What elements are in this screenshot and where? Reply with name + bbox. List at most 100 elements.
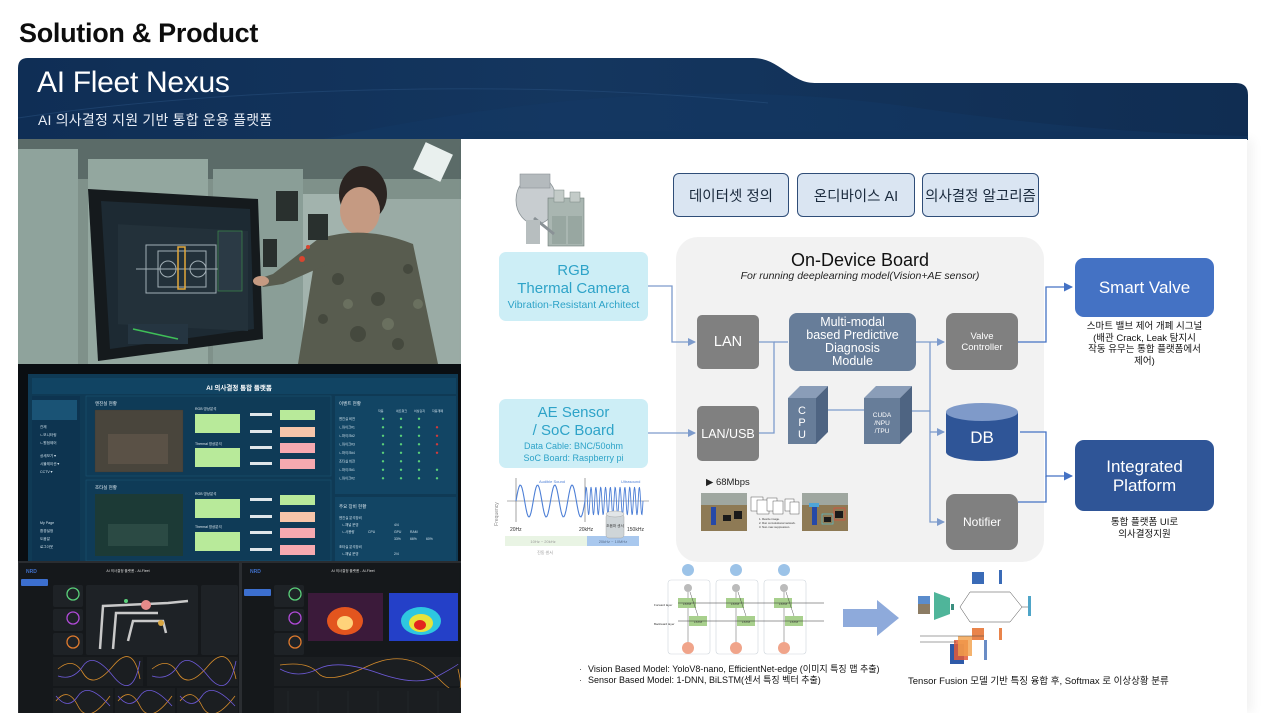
svg-text:Thermal 영상분석: Thermal 영상분석: [195, 441, 222, 446]
output-node: [778, 564, 790, 576]
svg-text:환경설정: 환경설정: [40, 528, 53, 533]
screen-title: AI 의사결정 통합 플랫폼: [206, 383, 272, 392]
svg-text:/TPU: /TPU: [875, 428, 890, 435]
svg-text:2. Run convolutional network.: 2. Run convolutional network.: [759, 521, 796, 525]
status-dot: [399, 460, 403, 463]
svg-text:20Hz: 20Hz: [510, 527, 522, 533]
svg-text:Backward layer: Backward layer: [654, 622, 675, 626]
svg-text:관제: 관제: [40, 424, 47, 429]
decision-platform-screen: AI 의사결정 통합 플랫폼 관제 ㄴ모니터링 ㄴ원점제어 상세보기▼ 시뮬레이…: [18, 364, 461, 561]
header-band-shape: [18, 58, 1248, 140]
svg-text:NRD: NRD: [26, 569, 37, 575]
status-dot: [417, 443, 421, 446]
event-row-label: ㄴ마이크#3: [339, 442, 355, 447]
svg-text:조타실 분석장비: 조타실 분석장비: [339, 544, 362, 549]
status-dot: [399, 434, 403, 437]
event-row-label: 엔진실 비전: [339, 416, 355, 421]
status-dot: [435, 426, 439, 429]
svg-text:Ultrasound: Ultrasound: [621, 479, 640, 484]
yolo-pipeline-figure: 1. Resize image. 2. Run convolutional ne…: [701, 493, 848, 531]
event-row-label: ㄴ마이크#1: [339, 467, 355, 472]
status-dot: [399, 417, 403, 420]
svg-text:My Page: My Page: [40, 521, 54, 525]
svg-text:150kHz: 150kHz: [627, 527, 644, 533]
svg-text:U: U: [798, 429, 806, 441]
svg-text:Audible Sound: Audible Sound: [539, 479, 565, 484]
svg-text:LSTM: LSTM: [790, 620, 799, 624]
svg-text:LSTM: LSTM: [779, 602, 788, 606]
status-dot: [417, 426, 421, 429]
dashboard-screens: NRD AI 의사결정 플랫폼 - AI-Fleet: [18, 561, 461, 713]
input-node: [778, 642, 790, 654]
event-column-header: 자동개폐: [432, 408, 443, 413]
event-row-label: ㄴ마이크#4: [339, 450, 355, 455]
status-dot: [417, 468, 421, 471]
tag-on-device-ai: 온디바이스 AI: [797, 173, 915, 217]
svg-text:진동 센서: 진동 센서: [537, 549, 553, 555]
svg-text:엔진실 분석장비: 엔진실 분석장비: [339, 515, 362, 520]
svg-text:Forward layer: Forward layer: [654, 603, 672, 607]
svg-text:상세보기▼: 상세보기▼: [40, 453, 57, 458]
status-dot: [417, 477, 421, 480]
svg-text:GPU: GPU: [394, 530, 402, 534]
predictive-diagnosis-module: Multi-modal based Predictive Diagnosis M…: [789, 313, 916, 371]
status-dot: [435, 451, 439, 454]
event-row-label: ㄴ마이크#2: [339, 433, 355, 438]
svg-text:CCTV▼: CCTV▼: [40, 470, 53, 474]
board-subtitle: For running deeplearning model(Vision+AE…: [740, 270, 980, 282]
svg-text:2/4: 2/4: [394, 552, 399, 556]
input-node: [682, 642, 694, 654]
output-node: [730, 564, 742, 576]
svg-text:LSTM: LSTM: [694, 620, 703, 624]
event-column-header: 네트워크: [396, 408, 407, 413]
dashboard-right: NRD AI 의사결정 플랫폼 - AI-Fleet: [242, 563, 461, 713]
event-row-label: 조타실 비전: [339, 459, 355, 464]
section-title: Solution & Product: [19, 18, 259, 48]
machinery-illustration: [515, 173, 585, 247]
smart-valve-caption: 스마트 밸브 제어 개폐 시그널 (배관 Crack, Leak 탐지시 작동 …: [1086, 321, 1203, 367]
product-name: AI Fleet Nexus: [37, 66, 230, 99]
data-rate-label: ▶ 68Mbps: [706, 477, 750, 488]
activation-node: [684, 584, 692, 592]
svg-text:RGB 영상분석: RGB 영상분석: [195, 491, 216, 496]
svg-text:/NPU: /NPU: [874, 420, 890, 427]
svg-text:DB: DB: [970, 428, 994, 447]
svg-text:AI 의사결정 플랫폼 - AI-Fleet: AI 의사결정 플랫폼 - AI-Fleet: [106, 568, 149, 573]
status-dot: [399, 468, 403, 471]
svg-text:로그아웃: 로그아웃: [40, 544, 54, 549]
status-dot: [417, 417, 421, 420]
event-column-header: 작동: [378, 408, 384, 413]
status-dot: [435, 443, 439, 446]
svg-text:NRD: NRD: [250, 569, 261, 575]
fusion-caption: Tensor Fusion 모델 기반 특징 융합 후, Softmax 로 이…: [908, 676, 1169, 687]
status-dot: [417, 460, 421, 463]
header-band: [18, 58, 1248, 140]
event-row-label: ㄴ마이크#1: [339, 425, 355, 430]
bilstm-block: [667, 579, 711, 655]
svg-text:10Hz ~ 20kHz: 10Hz ~ 20kHz: [530, 539, 555, 544]
status-dot: [381, 443, 385, 446]
status-dot: [417, 451, 421, 454]
svg-text:주요 장비 현황: 주요 장비 현황: [339, 503, 366, 510]
status-dot: [435, 434, 439, 437]
svg-text:33%: 33%: [394, 537, 401, 541]
status-dot: [381, 417, 385, 420]
status-dot: [381, 426, 385, 429]
event-column-header: 이상감지: [414, 408, 425, 413]
smart-valve-box: Smart Valve: [1075, 258, 1214, 317]
output-node: [682, 564, 694, 576]
status-dot: [381, 477, 385, 480]
bullet-vision-model: Vision Based Model: YoloV8-nano, Efficie…: [579, 664, 880, 675]
svg-text:CUDA: CUDA: [873, 412, 892, 419]
status-dot: [399, 426, 403, 429]
svg-text:AI 의사결정 플랫폼 - AI-Fleet: AI 의사결정 플랫폼 - AI-Fleet: [331, 568, 374, 573]
svg-text:20kHz: 20kHz: [579, 527, 594, 533]
lan-box: LAN: [697, 315, 759, 369]
notifier-box: Notifier: [946, 494, 1018, 550]
svg-text:LSTM: LSTM: [742, 620, 751, 624]
svg-text:C: C: [798, 405, 806, 417]
svg-text:CPU: CPU: [368, 530, 376, 534]
